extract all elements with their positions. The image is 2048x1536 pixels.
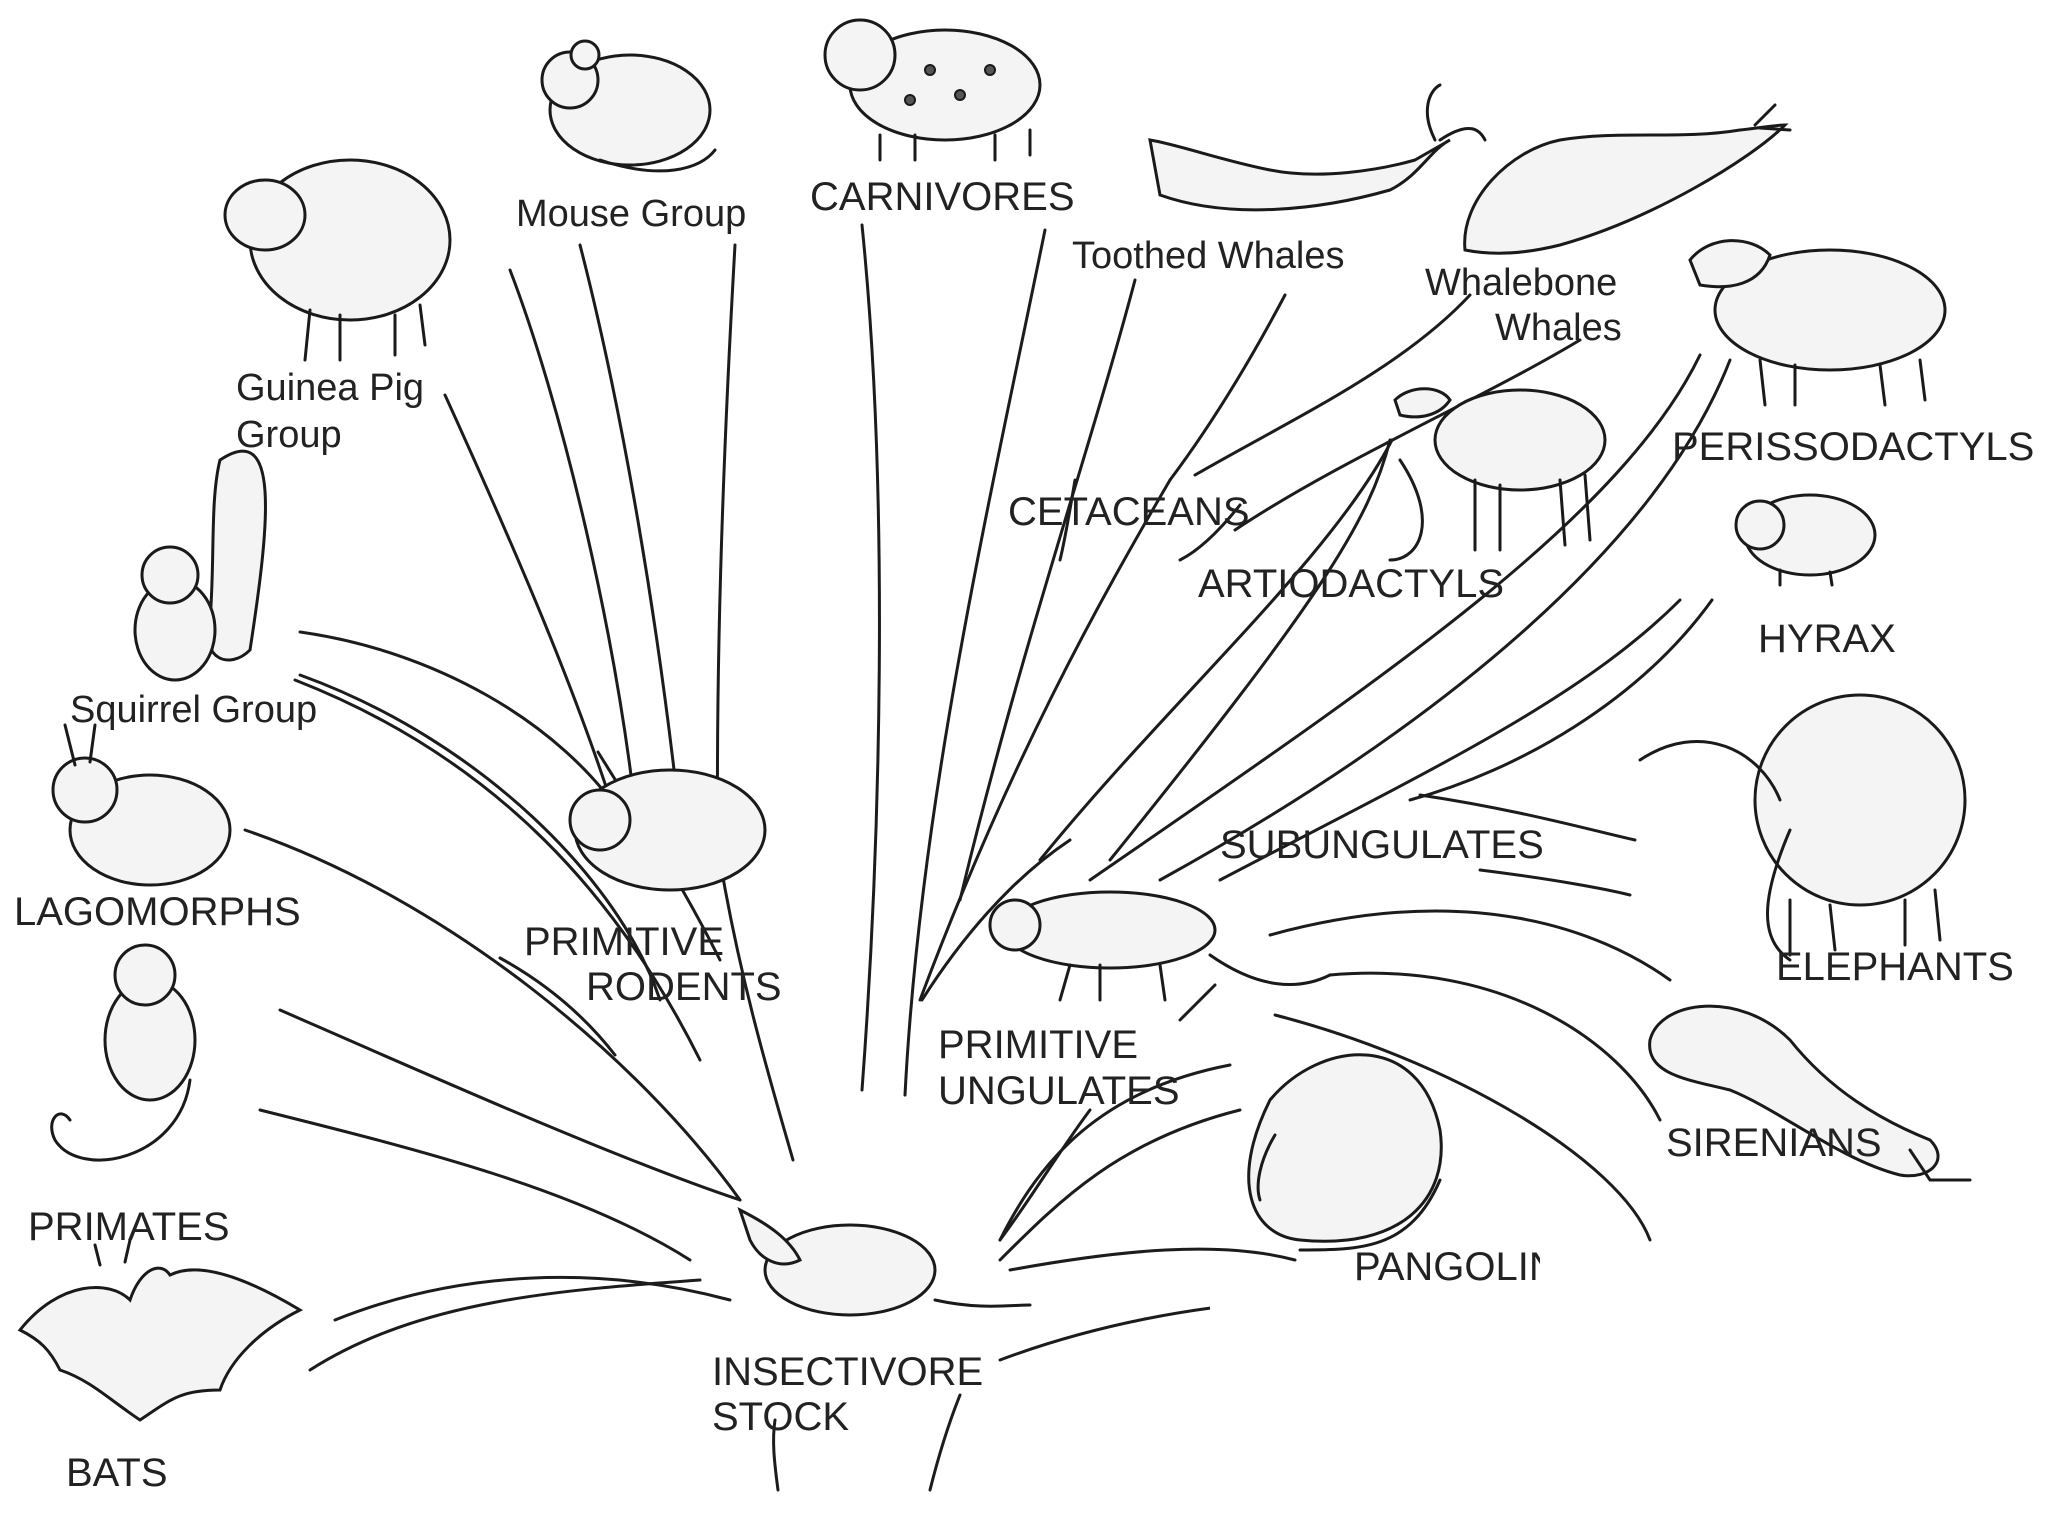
mouse-icon bbox=[540, 39, 717, 173]
whalebone-whale-icon bbox=[1463, 103, 1792, 255]
bat-icon bbox=[17, 1238, 304, 1422]
label-elephants: ELEPHANTS bbox=[1776, 945, 2014, 989]
label-cetaceans: CETACEANS bbox=[1008, 490, 1250, 534]
label-sirenians: SIRENIANS bbox=[1666, 1121, 1882, 1165]
toothed-whale-icon bbox=[1148, 83, 1487, 212]
label-lagomorphs: LAGOMORPHS bbox=[14, 890, 301, 934]
label-guinea-pig-group-line2: Group bbox=[236, 414, 342, 456]
primitive-rodent-icon bbox=[568, 768, 767, 892]
sirenian-icon bbox=[1648, 1004, 1972, 1182]
label-subungulates: SUBUNGULATES bbox=[1220, 823, 1544, 867]
blank-area-upper bbox=[1540, 1245, 2048, 1305]
label-artiodactyls: ARTIODACTYLS bbox=[1198, 562, 1504, 606]
blank-area bbox=[1210, 1295, 2048, 1536]
branch-lines bbox=[243, 223, 1732, 1492]
label-insectivore-stock-line2: STOCK bbox=[712, 1395, 849, 1439]
label-perissodactyls: PERISSODACTYLS bbox=[1672, 425, 2034, 469]
primitive-ungulate-icon bbox=[988, 890, 1332, 1002]
pangolin-icon bbox=[1247, 1053, 1443, 1252]
label-primitive-rodents-line1: PRIMITIVE bbox=[524, 920, 724, 964]
squirrel-icon bbox=[133, 449, 267, 682]
label-primitive-ungulates-line2: UNGULATES bbox=[938, 1069, 1180, 1113]
elephant-icon bbox=[1638, 693, 1967, 962]
rabbit-icon bbox=[51, 723, 232, 887]
label-bats: BATS bbox=[66, 1451, 168, 1495]
primate-icon bbox=[50, 943, 197, 1162]
label-carnivores: CARNIVORES bbox=[810, 175, 1075, 219]
label-whalebone-whales-line2: Whales bbox=[1495, 307, 1622, 349]
jaguar-icon bbox=[823, 18, 1042, 162]
label-squirrel-group: Squirrel Group bbox=[70, 689, 317, 731]
hyrax-icon bbox=[1734, 493, 1877, 587]
label-guinea-pig-group-line1: Guinea Pig bbox=[236, 367, 424, 409]
artiodactyl-icon bbox=[1393, 387, 1607, 552]
label-primates: PRIMATES bbox=[28, 1205, 230, 1249]
label-insectivore-stock-line1: INSECTIVORE bbox=[712, 1350, 983, 1394]
label-mouse-group: Mouse Group bbox=[516, 193, 746, 235]
animal-figures bbox=[17, 18, 1972, 1422]
insectivore-icon bbox=[737, 1207, 1032, 1317]
label-whalebone-whales-line1: Whalebone bbox=[1425, 262, 1617, 304]
label-primitive-ungulates-line1: PRIMITIVE bbox=[938, 1023, 1138, 1067]
label-pangolin: PANGOLIN bbox=[1354, 1245, 1558, 1289]
label-toothed-whales: Toothed Whales bbox=[1072, 235, 1345, 277]
guinea-pig-icon bbox=[223, 158, 452, 362]
label-hyrax: HYRAX bbox=[1758, 617, 1896, 661]
perissodactyl-icon bbox=[1688, 239, 1947, 407]
labels: Mouse Group CARNIVORES Toothed Whales Wh… bbox=[14, 175, 2034, 1495]
label-primitive-rodents-line2: RODENTS bbox=[586, 965, 782, 1009]
